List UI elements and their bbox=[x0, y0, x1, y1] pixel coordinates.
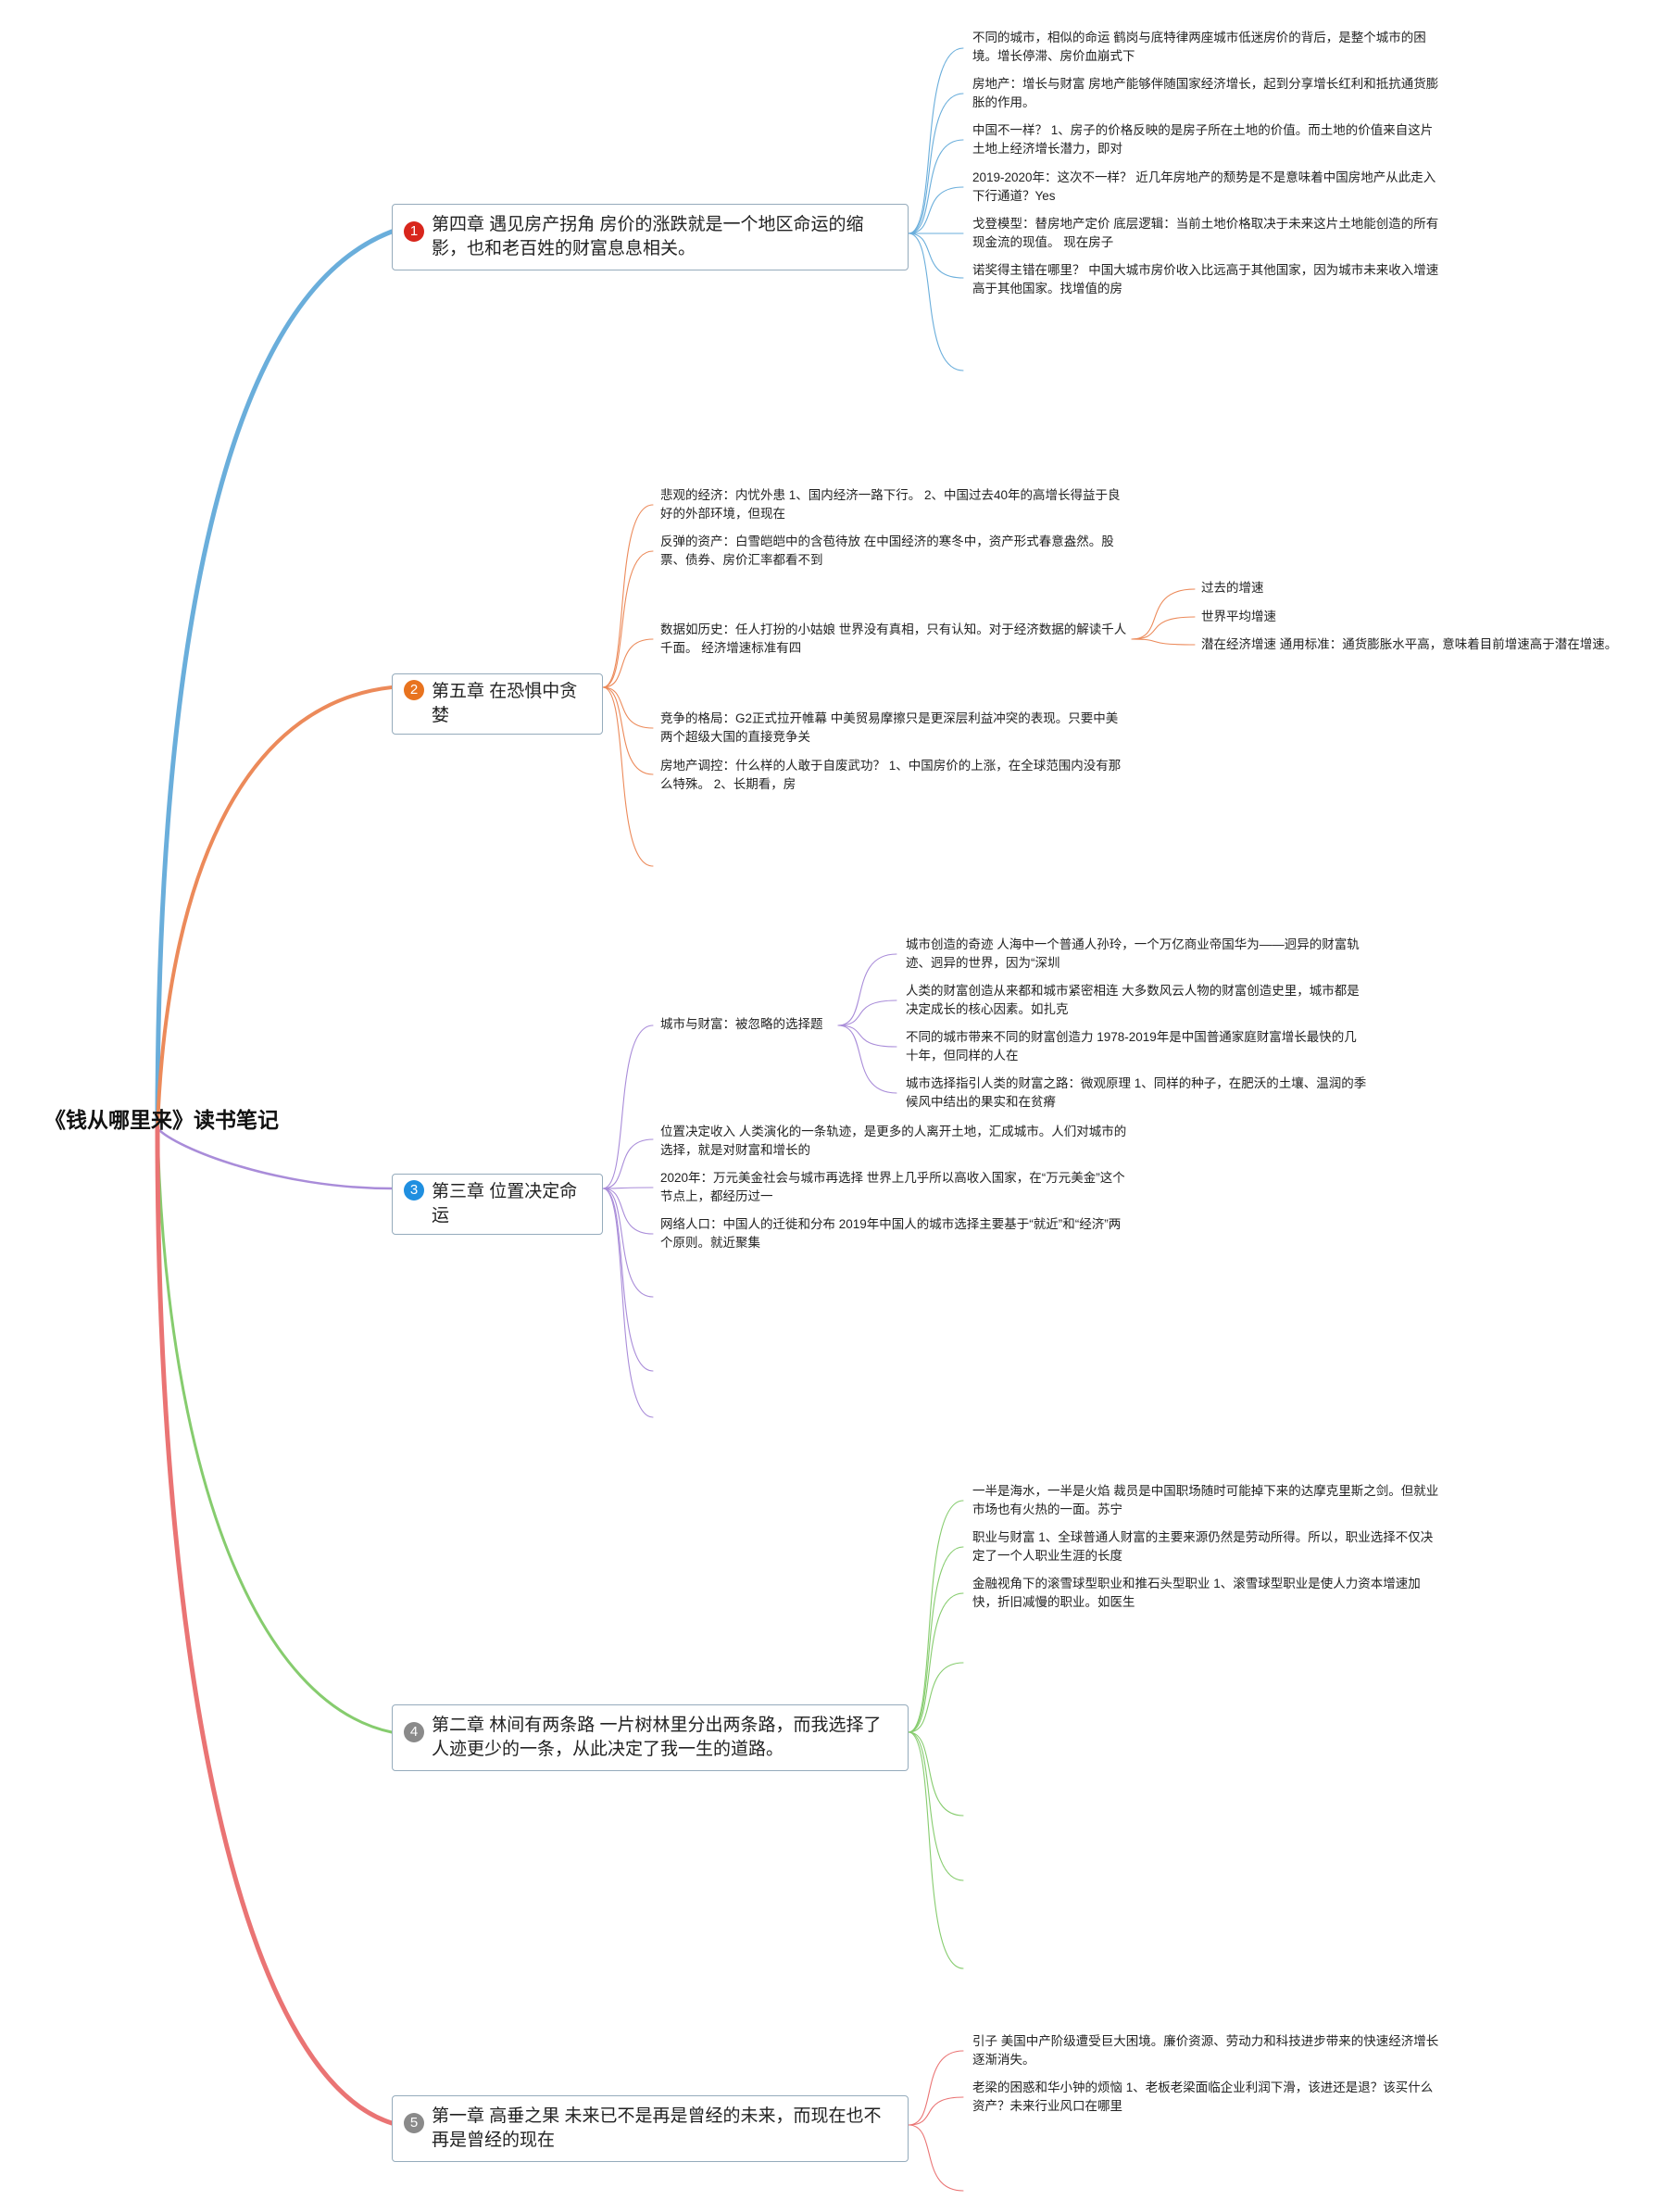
root-edge-chapter-4 bbox=[155, 229, 395, 1131]
leaf-edge bbox=[908, 233, 964, 279]
leaf-edge bbox=[602, 1188, 654, 1235]
leaf-topic[interactable]: 职业与财富 1、全球普通人财富的主要来源仍然是劳动所得。所以，职业选择不仅决定了… bbox=[972, 1530, 1434, 1563]
branch-title: 第二章 林间有两条路 一片树林里分出两条路，而我选择了人迹更少的一条，从此决定了… bbox=[432, 1716, 882, 1759]
subtopic-edge bbox=[1131, 616, 1196, 640]
subtopic-edge bbox=[1131, 638, 1196, 646]
branch-title: 第三章 位置决定命运 bbox=[432, 1182, 578, 1226]
leaf-topic[interactable]: 数据如历史：任人打扮的小姑娘 世界没有真相，只有认知。对于经济数据的解读千人千面… bbox=[660, 622, 1127, 655]
leaf-edge bbox=[908, 2050, 964, 2126]
leaf-edge bbox=[602, 1138, 654, 1189]
leaf-edge bbox=[908, 1500, 964, 1733]
root-edge-chapter-2 bbox=[156, 1126, 394, 1734]
branch-title: 第四章 遇见房产拐角 房价的涨跌就是一个地区命运的缩影，也和老百姓的财富息息相关… bbox=[432, 215, 864, 258]
leaf-topic[interactable]: 悲观的经济：内忧外患 1、国内经济一路下行。 2、中国过去40年的高增长得益于良… bbox=[660, 488, 1121, 521]
leaf-edge bbox=[602, 1188, 654, 1372]
branch-chapter-3[interactable]: 3 第三章 位置决定命运 bbox=[392, 1174, 603, 1235]
leaf-topic[interactable]: 中国不一样？ 1、房子的价格反映的是房子所在土地的价值。而土地的价值来自这片土地… bbox=[972, 123, 1434, 156]
branch-title: 第一章 高垂之果 未来已不是再是曾经的未来，而现在也不再是曾经的现在 bbox=[432, 2106, 882, 2150]
leaf-edge bbox=[908, 47, 964, 234]
leaf-topic[interactable]: 竞争的格局：G2正式拉开帷幕 中美贸易摩擦只是更深层利益冲突的表现。只要中美两个… bbox=[660, 711, 1119, 744]
leaf-topic[interactable]: 不同的城市，相似的命运 鹤岗与底特律两座城市低迷房价的背后，是整个城市的困境。增… bbox=[972, 31, 1426, 63]
branch-chapter-1[interactable]: 5 第一章 高垂之果 未来已不是再是曾经的未来，而现在也不再是曾经的现在 bbox=[392, 2095, 909, 2162]
leaf-edge bbox=[908, 1546, 964, 1733]
leaf-topic[interactable]: 一半是海水，一半是火焰 裁员是中国职场随时可能掉下来的达摩克里斯之剑。但就业市场… bbox=[972, 1484, 1439, 1516]
subtopic[interactable]: 城市创造的奇迹 人海中一个普通人孙玲，一个万亿商业帝国华为——迥异的财富轨迹、迥… bbox=[906, 937, 1360, 970]
leaf-topic[interactable]: 2019-2020年：这次不一样？ 近几年房地产的颓势是不是意味着中国房地产从此… bbox=[972, 170, 1436, 203]
leaf-topic[interactable]: 城市与财富：被忽略的选择题 bbox=[660, 1017, 823, 1031]
leaf-topic[interactable]: 房地产：增长与财富 房地产能够伴随国家经济增长，起到分享增长红利和抵抗通货膨胀的… bbox=[972, 77, 1439, 109]
priority-3-badge: 3 bbox=[404, 1180, 424, 1201]
leaf-topic[interactable]: 戈登模型：替房地产定价 底层逻辑：当前土地价格取决于未来这片土地能创造的所有现金… bbox=[972, 217, 1439, 249]
leaf-topic[interactable]: 房地产调控：什么样的人敢于自废武功？ 1、中国房价的上涨，在全球范围内没有那么特… bbox=[660, 759, 1122, 791]
subtopic-edge bbox=[837, 999, 897, 1026]
subtopic[interactable]: 不同的城市带来不同的财富创造力 1978-2019年是中国普通家庭财富增长最快的… bbox=[906, 1030, 1357, 1062]
leaf-edge bbox=[602, 638, 654, 688]
leaf-topic[interactable]: 网络人口：中国人的迁徙和分布 2019年中国人的城市选择主要基于“就近”和“经济… bbox=[660, 1217, 1122, 1250]
leaf-edge bbox=[602, 550, 654, 688]
branch-chapter-5[interactable]: 2 第五章 在恐惧中贪婪 bbox=[392, 673, 603, 735]
leaf-topic[interactable]: 金融视角下的滚雪球型职业和推石头型职业 1、滚雪球型职业是使人力资本增速加快，折… bbox=[972, 1577, 1421, 1609]
subtopic-edge bbox=[837, 953, 897, 1026]
subtopic[interactable]: 人类的财富创造从来都和城市紧密相连 大多数风云人物的财富创造史里，城市都是决定成… bbox=[906, 984, 1360, 1016]
subtopic-edge bbox=[837, 1025, 897, 1094]
priority-1-badge: 1 bbox=[404, 221, 424, 242]
subtopic-edge bbox=[837, 1025, 897, 1048]
leaf-edge bbox=[602, 1188, 654, 1418]
leaf-edge bbox=[602, 686, 654, 867]
subtopic[interactable]: 世界平均增速 bbox=[1201, 610, 1276, 623]
root-edge-chapter-1 bbox=[155, 1125, 395, 2126]
leaf-topic[interactable]: 诺奖得主错在哪里？ 中国大城市房价收入比远高于其他国家，因为城市未来收入增速高于… bbox=[972, 263, 1439, 295]
leaf-edge bbox=[908, 2096, 964, 2126]
subtopic[interactable]: 过去的增速 bbox=[1201, 581, 1264, 595]
leaf-edge bbox=[908, 1731, 964, 1881]
leaf-edge bbox=[602, 1025, 654, 1189]
subtopic[interactable]: 潜在经济增速 通用标准：通货膨胀水平高，意味着目前增速高于潜在增速。 bbox=[1201, 637, 1618, 651]
branch-chapter-2[interactable]: 4 第二章 林间有两条路 一片树林里分出两条路，而我选择了人迹更少的一条，从此决… bbox=[392, 1704, 909, 1771]
priority-5-badge: 5 bbox=[404, 2113, 424, 2133]
priority-2-badge: 2 bbox=[404, 680, 424, 700]
leaf-edge bbox=[908, 1592, 964, 1733]
subtopic-edge bbox=[1131, 588, 1196, 640]
leaf-topic[interactable]: 引子 美国中产阶级遭受巨大困境。廉价资源、劳动力和科技进步带来的快速经济增长逐渐… bbox=[972, 2034, 1439, 2067]
priority-4-badge: 4 bbox=[404, 1722, 424, 1742]
leaf-edge bbox=[908, 186, 964, 234]
leaf-edge bbox=[602, 686, 654, 729]
leaf-edge bbox=[908, 233, 964, 371]
leaf-edge bbox=[602, 1188, 654, 1298]
root-topic[interactable]: 《钱从哪里来》读书笔记 bbox=[44, 1108, 279, 1132]
leaf-edge bbox=[908, 1731, 964, 1969]
root-edge-chapter-5 bbox=[156, 685, 394, 1130]
leaf-edge bbox=[908, 1662, 964, 1733]
subtopic[interactable]: 城市选择指引人类的财富之路：微观原理 1、同样的种子，在肥沃的土壤、温润的季候风… bbox=[906, 1076, 1367, 1109]
leaf-edge bbox=[602, 686, 654, 775]
leaf-edge bbox=[908, 2124, 964, 2192]
leaf-edge bbox=[908, 139, 964, 234]
leaf-topic[interactable]: 反弹的资产：白雪皑皑中的含苞待放 在中国经济的寒冬中，资产形式春意盎然。股票、债… bbox=[660, 534, 1114, 567]
leaf-edge bbox=[602, 504, 654, 688]
root-edge-chapter-3 bbox=[156, 1126, 394, 1190]
leaf-topic[interactable]: 2020年：万元美金社会与城市再选择 世界上几乎所以高收入国家，在“万元美金”这… bbox=[660, 1171, 1125, 1203]
branch-chapter-4[interactable]: 1 第四章 遇见房产拐角 房价的涨跌就是一个地区命运的缩影，也和老百姓的财富息息… bbox=[392, 204, 909, 270]
leaf-edge bbox=[908, 1731, 964, 1817]
leaf-edge bbox=[908, 93, 964, 234]
leaf-topic[interactable]: 位置决定收入 人类演化的一条轨迹，是更多的人离开土地，汇成城市。人们对城市的选择… bbox=[660, 1125, 1127, 1157]
leaf-topic[interactable]: 老梁的困惑和华小钟的烦恼 1、老板老梁面临企业利润下滑，该进还是退？该买什么资产… bbox=[972, 2081, 1434, 2113]
branch-title: 第五章 在恐惧中贪婪 bbox=[432, 682, 578, 725]
